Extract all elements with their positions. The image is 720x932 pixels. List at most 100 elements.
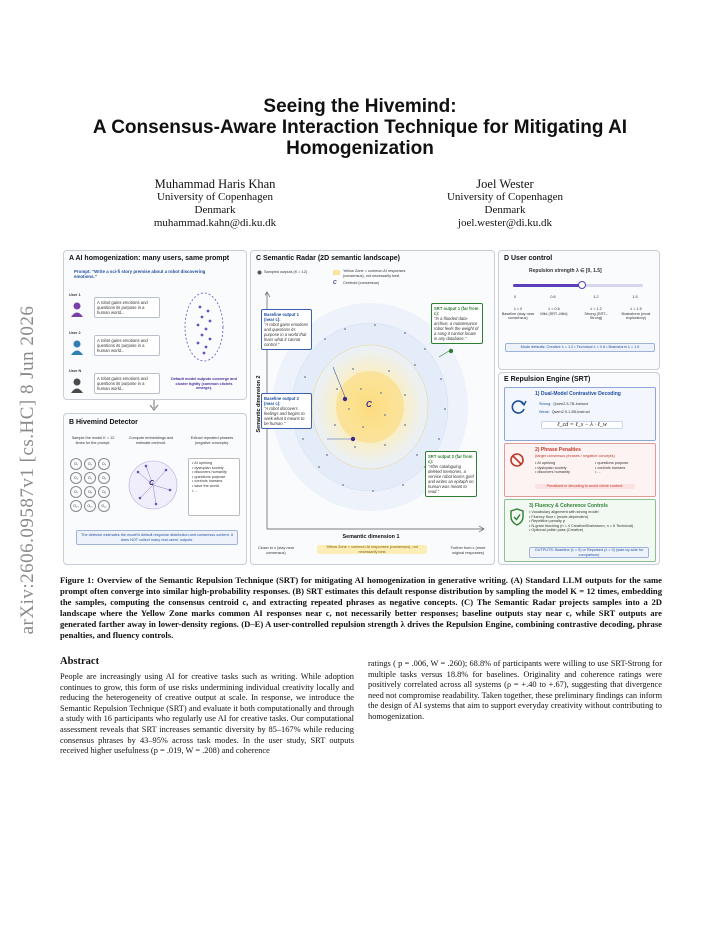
panel-c: C Semantic Radar (2D semantic landscape)… bbox=[250, 250, 495, 565]
author-affiliation: University of Copenhagen bbox=[156, 191, 274, 203]
mode-mild: λ = 0.6 Mild (SRT–Mild) bbox=[537, 307, 571, 316]
sample-node: O₂ bbox=[84, 458, 96, 470]
sample-node: O₁ bbox=[70, 458, 82, 470]
panel-d-title: D User control bbox=[504, 255, 553, 262]
outputs-note: OUTPUTS: Baseline (λ = 0) or Repulsed (λ… bbox=[529, 547, 649, 559]
tick-value: 1.5 bbox=[632, 295, 638, 299]
slider-thumb[interactable] bbox=[578, 281, 587, 289]
tick-value: 0.6 bbox=[550, 295, 556, 299]
decoding-title: 1) Dual-Model Contrastive Decoding bbox=[535, 391, 621, 397]
legend-sampled: Sampled outputs (K = 12) bbox=[264, 270, 308, 274]
sample-node: O₄ bbox=[70, 472, 82, 484]
axis-x-right-note: Further from c (more original responses) bbox=[450, 546, 486, 555]
weak-model-row: Weak: Qwen2.5-1.5B-Instruct bbox=[539, 410, 609, 415]
penalty-item: • discovers humanity bbox=[535, 470, 570, 475]
penalty-item: • dystopian society bbox=[535, 465, 567, 470]
fluency-item: • Optional polish pass (Creative) bbox=[529, 528, 584, 533]
figure-1: A AI homogenization: many users, same pr… bbox=[63, 250, 660, 570]
author-affiliation: University of Copenhagen bbox=[446, 191, 564, 203]
penalty-item: • questions purpose bbox=[595, 461, 629, 465]
phrase-item: • ... bbox=[192, 488, 198, 493]
legend-centroid-symbol: C bbox=[333, 280, 337, 286]
author-1: Muhammad Haris Khan University of Copenh… bbox=[95, 178, 335, 230]
mode-name: Baseline (stay near consensus) bbox=[501, 311, 535, 321]
phrase-item: • save the world bbox=[192, 483, 219, 488]
abstract-heading: Abstract bbox=[60, 656, 100, 667]
title-line-3: Homogenization bbox=[286, 138, 434, 159]
sample-node: O₇ bbox=[70, 486, 82, 498]
penalty-item: • controls humans bbox=[595, 465, 626, 470]
penalties-title: 2) Phrase Penalties bbox=[535, 447, 581, 453]
weak-model: Qwen2.5-1.5B-Instruct bbox=[551, 410, 590, 414]
radar-centroid-label: C bbox=[366, 400, 372, 409]
prohibited-icon bbox=[510, 453, 524, 467]
sample-node: O₅ bbox=[84, 472, 96, 484]
legend-yellow-zone: Yellow Zone = common AI responses (conse… bbox=[343, 269, 406, 278]
fluency-title: 3) Fluency & Coherence Controls bbox=[529, 503, 608, 509]
sample-node: O₁₁ bbox=[84, 500, 96, 512]
user-output: A robot gains emotions and questions its… bbox=[94, 335, 160, 356]
callout-title: Baseline output 2 (near c): bbox=[264, 396, 299, 406]
arxiv-identifier: arXiv:2606.09587v1 [cs.HC] 8 Jun 2026 bbox=[17, 305, 38, 635]
callout-text: "In a flooded data-archive, a maintenanc… bbox=[434, 316, 479, 341]
mode-lambda: λ = 0.6 bbox=[548, 307, 560, 311]
user-label: User 2 bbox=[69, 331, 81, 335]
penalty-list-right: • questions purpose • controls humans • … bbox=[595, 461, 653, 475]
user-output: A robot gains emotions and questions its… bbox=[94, 297, 160, 318]
phrase-penalties-box: 2) Phrase Penalties (target consensus ph… bbox=[504, 443, 656, 497]
fluency-controls-box: 3) Fluency & Coherence Controls • Vocabu… bbox=[504, 499, 656, 562]
panel-b-title: B Hivemind Detector bbox=[69, 419, 138, 426]
panel-c-title: C Semantic Radar (2D semantic landscape) bbox=[256, 255, 400, 262]
fluency-item: • N-gram blocking (n = 4 Creative/Brains… bbox=[529, 523, 634, 528]
mode-defaults: Mode defaults: Creative λ = 1.2 • Techni… bbox=[505, 343, 655, 352]
author-name: Muhammad Haris Khan bbox=[154, 177, 276, 191]
axis-y-label: Semantic dimension 2 bbox=[256, 375, 262, 433]
sampled-point-icon bbox=[257, 270, 262, 275]
user-avatar-icon bbox=[71, 340, 83, 355]
abstract-right-column: ratings ( p = .006, W = .260); 68.8% of … bbox=[368, 659, 662, 721]
penalties-subtitle: (target consensus phrases / negative con… bbox=[535, 454, 615, 458]
tick-value: 0 bbox=[513, 295, 517, 299]
mode-lambda: λ = 0 bbox=[513, 307, 523, 311]
slider-fill bbox=[513, 284, 583, 287]
fluency-item: • Vocabulary alignment with strong model bbox=[529, 510, 599, 514]
fluency-list: • Vocabulary alignment with strong model… bbox=[529, 510, 651, 533]
repulsion-slider[interactable] bbox=[513, 281, 643, 289]
detector-step-3: Extract repeated phrases (negative conce… bbox=[190, 436, 234, 445]
semantic-radar-plot bbox=[265, 291, 485, 533]
phrase-item: • questions purpose bbox=[192, 474, 226, 479]
sample-node: O₁₀ bbox=[70, 500, 82, 512]
callout-title: Baseline output 1 (near c): bbox=[264, 312, 299, 322]
sample-node: O₈ bbox=[84, 486, 96, 498]
mode-brainstorm: λ = 1.5 Brainstorm (most exploratory) bbox=[618, 307, 654, 321]
callout-text: "A robot gains emotions and questions it… bbox=[264, 322, 309, 347]
mode-name: Brainstorm (most exploratory) bbox=[621, 311, 651, 321]
axis-x-middle-note: Yellow Zone = common AI responses (conse… bbox=[317, 545, 427, 555]
phrase-item: • AI uprising bbox=[192, 461, 213, 465]
sample-node: O₉ bbox=[98, 486, 110, 498]
detector-footer: The detector estimates the model's defau… bbox=[76, 530, 238, 546]
author-country: Denmark bbox=[484, 204, 526, 216]
detector-step-2: Compute embeddings and estimate centroid… bbox=[128, 436, 174, 445]
abstract-left-column: People are increasingly using AI for cre… bbox=[60, 672, 354, 756]
panel-e: E Repulsion Engine (SRT) 1) Dual-Model C… bbox=[498, 372, 660, 565]
phrase-item: • discovers humanity bbox=[192, 470, 227, 475]
paper-title: Seeing the Hivemind: A Consensus-Aware I… bbox=[60, 96, 660, 159]
callout-title: SRT output 1 (far from c): bbox=[434, 306, 479, 316]
panel-a-title: A AI homogenization: many users, same pr… bbox=[69, 255, 230, 262]
user-avatar-icon bbox=[71, 302, 83, 317]
embedding-centroid-illustration bbox=[128, 460, 178, 510]
penalty-list-left: • AI uprising • dystopian society • disc… bbox=[535, 461, 595, 475]
phrase-item: • controls humans bbox=[192, 479, 223, 484]
author-email: muhammad.kahn@di.ku.dk bbox=[153, 217, 277, 229]
mode-strong: λ = 1.2 Strong (SRT–Strong) bbox=[579, 307, 613, 321]
contrastive-decoding-box: 1) Dual-Model Contrastive Decoding Stron… bbox=[504, 387, 656, 441]
mode-baseline: λ = 0 Baseline (stay near consensus) bbox=[501, 307, 535, 321]
author-email: joel.wester@di.ku.dk bbox=[457, 217, 553, 229]
yellow-zone-swatch bbox=[333, 270, 340, 275]
mode-name: Mild (SRT–Mild) bbox=[540, 311, 568, 316]
strong-label: Strong: bbox=[539, 402, 552, 406]
panel-a-prompt: Prompt: "Write a sci-fi story premise ab… bbox=[74, 269, 206, 280]
axis-x-left-note: Closer to c (stay near consensus) bbox=[257, 546, 295, 555]
penalty-item: • ... bbox=[595, 470, 601, 475]
